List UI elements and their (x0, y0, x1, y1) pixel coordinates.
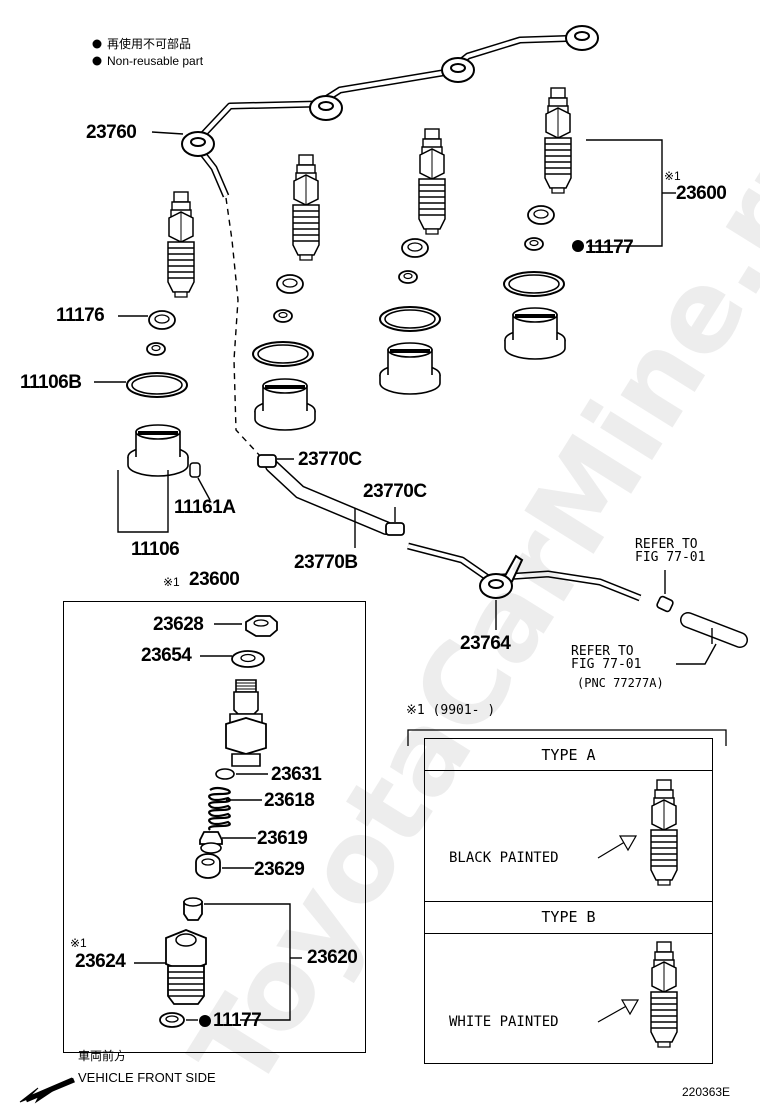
part-23770C-b[interactable]: 23770C (363, 481, 427, 502)
part-23624[interactable]: 23624 (75, 951, 126, 972)
legend-en: Non-reusable part (107, 54, 204, 68)
refer-label-1-line2[interactable]: FIG 77-01 (635, 550, 706, 565)
vehicle-front-en: VEHICLE FRONT SIDE (78, 1070, 216, 1085)
part-23770B[interactable]: 23770B (294, 552, 358, 573)
part-11106[interactable]: 11106 (131, 539, 180, 560)
dashed-connection (225, 197, 263, 459)
black-painted-label: BLACK PAINTED (449, 850, 559, 866)
part-23760[interactable]: 23760 (86, 122, 137, 143)
type-b-header: TYPE B (541, 908, 596, 926)
part-23628[interactable]: 23628 (153, 614, 204, 635)
star-mark-box: ※1 (163, 575, 180, 589)
injector-nozzle-2 (292, 154, 320, 261)
part-23600-box[interactable]: 23600 (189, 569, 240, 590)
vehicle-front-jp: 車両前方 (78, 1049, 127, 1063)
part-11106B[interactable]: 11106B (20, 372, 82, 393)
part-23629[interactable]: 23629 (254, 859, 305, 880)
injector-nozzle-4 (544, 87, 572, 194)
part-11177-top[interactable]: 11177 (585, 237, 634, 258)
seat-ring-11106B (126, 372, 188, 398)
star-mark-top: ※1 (664, 169, 681, 183)
legend-dot-en (92, 56, 102, 66)
part-11177-box[interactable]: 11177 (213, 1010, 262, 1031)
type-a-header: TYPE A (541, 746, 596, 764)
refer-label-1-line1: REFER TO (635, 537, 698, 552)
clamp-23770C-b (385, 522, 405, 536)
nozzle-exploded (159, 615, 278, 1028)
white-painted-label: WHITE PAINTED (449, 1014, 559, 1030)
part-23620[interactable]: 23620 (307, 947, 358, 968)
part-23654[interactable]: 23654 (141, 645, 192, 666)
leader-lines (94, 131, 717, 665)
figure-number: 220363E (682, 1085, 731, 1099)
pin-11161A (189, 462, 201, 478)
holder-11106 (126, 423, 190, 478)
refer-label-2-line1: REFER TO (571, 644, 634, 659)
refer-label-2-line2[interactable]: FIG 77-01 (571, 657, 642, 672)
clamp-23770C-a (257, 454, 277, 468)
variant-code: ※1 (9901- ) (406, 703, 496, 718)
variant-table: TYPE A TYPE B BLACK PAINTED WHITE PAINTE… (424, 738, 713, 1064)
part-11176[interactable]: 11176 (56, 305, 105, 326)
part-23619[interactable]: 23619 (257, 828, 308, 849)
leakage-pipe (195, 34, 583, 198)
refer-label-2-pnc: (PNC 77277A) (577, 676, 664, 690)
part-23770C-a[interactable]: 23770C (298, 449, 362, 470)
nozzle-assembly-box (63, 601, 366, 1053)
non-reusable-dot-box (199, 1015, 211, 1027)
legend-jp: 再使用不可部品 (107, 37, 192, 51)
union-23764 (479, 554, 524, 599)
part-23631[interactable]: 23631 (271, 764, 322, 785)
part-23600-top[interactable]: 23600 (676, 183, 727, 204)
gasket-11176 (148, 310, 176, 330)
non-reusable-dot-top (572, 240, 584, 252)
legend-dot-jp (92, 39, 102, 49)
part-11161A[interactable]: 11161A (174, 497, 236, 518)
injector-nozzle-1 (167, 191, 195, 298)
injector-nozzle-3 (418, 128, 446, 235)
star-mark-23624: ※1 (70, 936, 87, 950)
part-23764[interactable]: 23764 (460, 633, 511, 654)
leakage-pipe-eyes (181, 25, 599, 157)
part-23618[interactable]: 23618 (264, 790, 315, 811)
